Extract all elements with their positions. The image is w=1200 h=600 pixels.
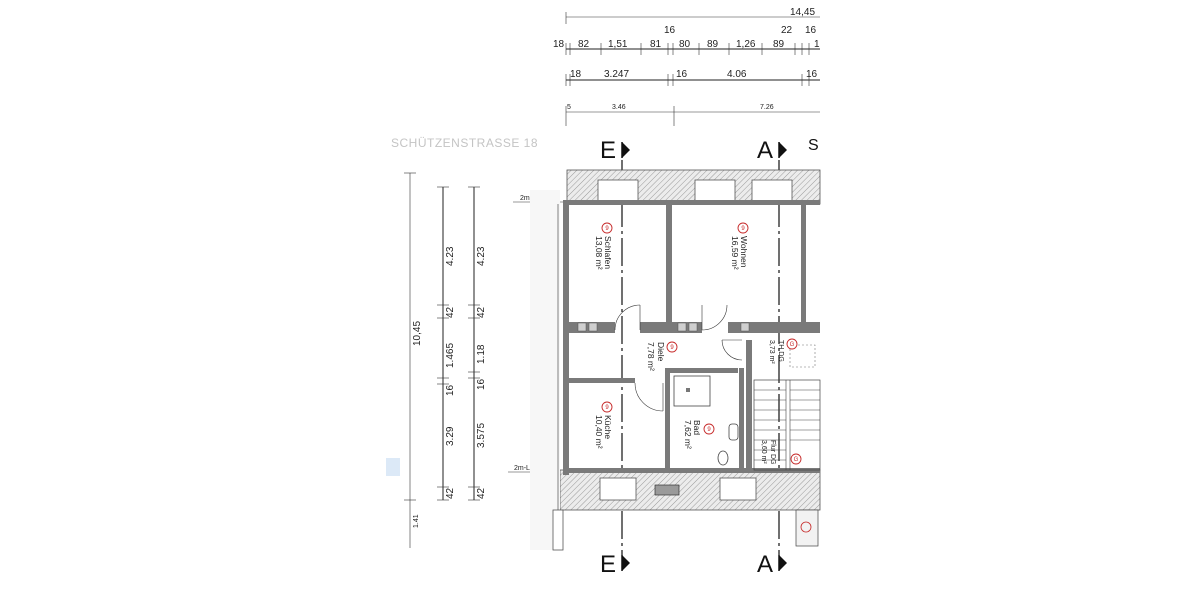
- room-th-dg: G TH DG 3,73 m²: [768, 338, 798, 364]
- dim-row3-1: 3.46: [612, 104, 626, 111]
- dim-col3-5: 42: [476, 487, 487, 499]
- room-marker: 9: [605, 405, 609, 411]
- dim-col2-3: 16: [445, 384, 456, 396]
- dim-col3-2: 1.18: [476, 344, 487, 364]
- two-m-line-bottom: 2m-Linie: [514, 465, 541, 472]
- room-area: 3,73 m²: [768, 340, 775, 364]
- room-name: Küche: [603, 415, 613, 439]
- room-area: 7,62 m²: [683, 420, 693, 449]
- room-name: Schlafen: [603, 236, 613, 269]
- dim-row1-10: 16: [805, 25, 817, 36]
- section-a-top: A: [757, 137, 773, 164]
- dim-overall-width: 14,45: [790, 7, 815, 18]
- dim-col3-1: 42: [476, 306, 487, 318]
- room-area: 7,78 m²: [646, 342, 656, 371]
- dim-row1-9: 22: [781, 25, 793, 36]
- dim-row1-6: 89: [707, 39, 719, 50]
- dim-row3-2: 7.26: [760, 104, 774, 111]
- room-kueche: 9 Küche 10,40 m²: [594, 401, 613, 449]
- top-dimensions: 14,45 18 82 1,51 81 16 80 89 1,26 89 22 …: [553, 7, 820, 126]
- dim-col2-1: 42: [445, 306, 456, 318]
- dim-row2-2: 16: [676, 69, 688, 80]
- room-area: 3,60 m²: [760, 440, 767, 464]
- section-a-bottom: A: [757, 551, 773, 578]
- room-name: Flur DG: [769, 440, 776, 465]
- dim-col2-5: 42: [445, 487, 456, 499]
- dim-row1-7: 1,26: [736, 39, 756, 50]
- dim-row2-3: 4.06: [727, 69, 747, 80]
- dim-col3-4: 3.575: [476, 423, 487, 448]
- dim-row3-0: 5: [567, 104, 571, 111]
- room-marker: G: [794, 457, 799, 463]
- room-area: 13,08 m²: [594, 236, 604, 270]
- section-e-top: E: [600, 137, 616, 164]
- room-marker: G: [790, 342, 795, 348]
- dim-extra: 1.41: [413, 514, 420, 528]
- dim-col3-3: 16: [476, 378, 487, 390]
- building: [530, 169, 821, 551]
- room-marker: 9: [741, 226, 745, 232]
- dim-row1-3: 81: [650, 39, 662, 50]
- dim-col3-0: 4.23: [476, 246, 487, 266]
- dim-col2-4: 3.29: [445, 426, 456, 446]
- room-area: 16,59 m²: [730, 236, 740, 270]
- dim-row1-4: 16: [664, 25, 676, 36]
- street-label: SCHÜTZENSTRASSE 18: [391, 136, 538, 150]
- room-bad: 9 Bad 7,62 m²: [683, 420, 715, 449]
- dim-row1-0: 18: [553, 39, 565, 50]
- blue-marker: [386, 458, 400, 476]
- room-name: Wohnen: [739, 236, 749, 268]
- dim-row2-0: 18: [570, 69, 582, 80]
- room-name: TH DG: [777, 340, 784, 362]
- dim-col2-0: 4.23: [445, 246, 456, 266]
- dim-col2-2: 1.465: [445, 343, 456, 368]
- dim-row1-11: 1: [814, 39, 820, 50]
- room-diele: 9 Diele 7,78 m²: [646, 341, 678, 371]
- room-marker: 9: [707, 427, 711, 433]
- dim-row1-1: 82: [578, 39, 590, 50]
- room-flur-dg: G Flur DG 3,60 m²: [760, 440, 802, 465]
- room-schlafen: 9 Schlafen 13,08 m²: [594, 222, 613, 270]
- dim-row1-2: 1,51: [608, 39, 628, 50]
- room-name: Bad: [692, 420, 702, 435]
- dim-overall-height: 10,45: [412, 321, 423, 346]
- dim-row1-8: 89: [773, 39, 785, 50]
- room-wohnen: 9 Wohnen 16,59 m²: [730, 222, 749, 270]
- dim-row2-1: 3.247: [604, 69, 629, 80]
- section-e-bottom: E: [600, 551, 616, 578]
- room-marker: 9: [670, 345, 674, 351]
- room-marker: 9: [605, 226, 609, 232]
- left-dimensions: 10,45 4.23 42 1.465 16 3.29 42 4.23 42 1…: [386, 172, 487, 548]
- dim-row2-4: 16: [806, 69, 818, 80]
- dim-row1-5: 80: [679, 39, 691, 50]
- section-s-top: S: [808, 137, 819, 154]
- room-name: Diele: [656, 342, 666, 362]
- room-area: 10,40 m²: [594, 415, 604, 449]
- roof-bottom: [559, 469, 821, 511]
